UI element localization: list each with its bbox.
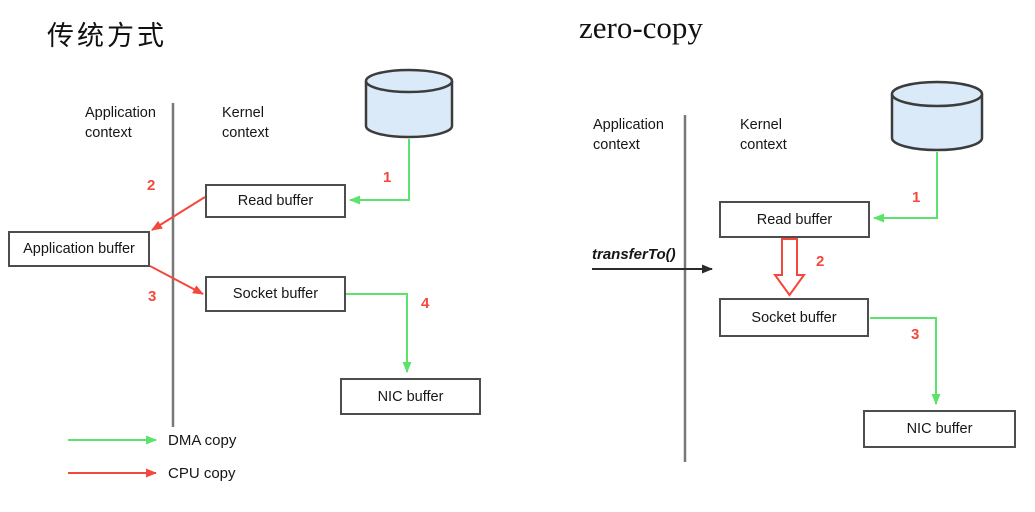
right-application-context-label: Application context	[593, 117, 664, 153]
right-dma-arrow-1	[873, 152, 938, 223]
left-application-buffer-box: Application buffer	[8, 231, 150, 267]
left-dma-arrow-1	[349, 139, 410, 205]
left-socket-buffer-box: Socket buffer	[205, 276, 346, 312]
left-kernel-context-label: Kernel context	[222, 105, 269, 141]
right-step-3-label: 3	[911, 326, 920, 343]
left-read-buffer-box: Read buffer	[205, 184, 346, 218]
right-socket-buffer-box: Socket buffer	[719, 298, 869, 337]
right-read-buffer-box: Read buffer	[719, 201, 870, 238]
right-step-1-label: 1	[912, 189, 921, 206]
legend-dma-label: DMA copy	[168, 432, 237, 449]
right-disk-icon	[890, 80, 984, 152]
left-cpu-arrow-2	[151, 196, 206, 231]
left-step-3-label: 3	[148, 288, 157, 305]
right-nic-buffer-box: NIC buffer	[863, 410, 1016, 448]
transferto-call-label: transferTo()	[592, 246, 676, 263]
left-dma-arrow-4	[346, 293, 412, 373]
left-disk-icon	[364, 68, 454, 139]
left-step-2-label: 2	[147, 177, 156, 194]
right-kernel-context-label: Kernel context	[740, 117, 787, 153]
right-diagram-title: zero-copy	[579, 10, 703, 45]
legend-cpu-label: CPU copy	[168, 465, 236, 482]
left-nic-buffer-box: NIC buffer	[340, 378, 481, 415]
right-dma-arrow-3	[870, 317, 941, 405]
left-diagram-title: 传统方式	[47, 21, 167, 52]
left-step-4-label: 4	[421, 295, 430, 312]
left-step-1-label: 1	[383, 169, 392, 186]
left-cpu-arrow-3	[149, 265, 204, 295]
right-step-2-label: 2	[816, 253, 825, 270]
left-application-context-label: Application context	[85, 105, 156, 141]
right-cpu-hollow-arrow-2	[773, 238, 806, 297]
